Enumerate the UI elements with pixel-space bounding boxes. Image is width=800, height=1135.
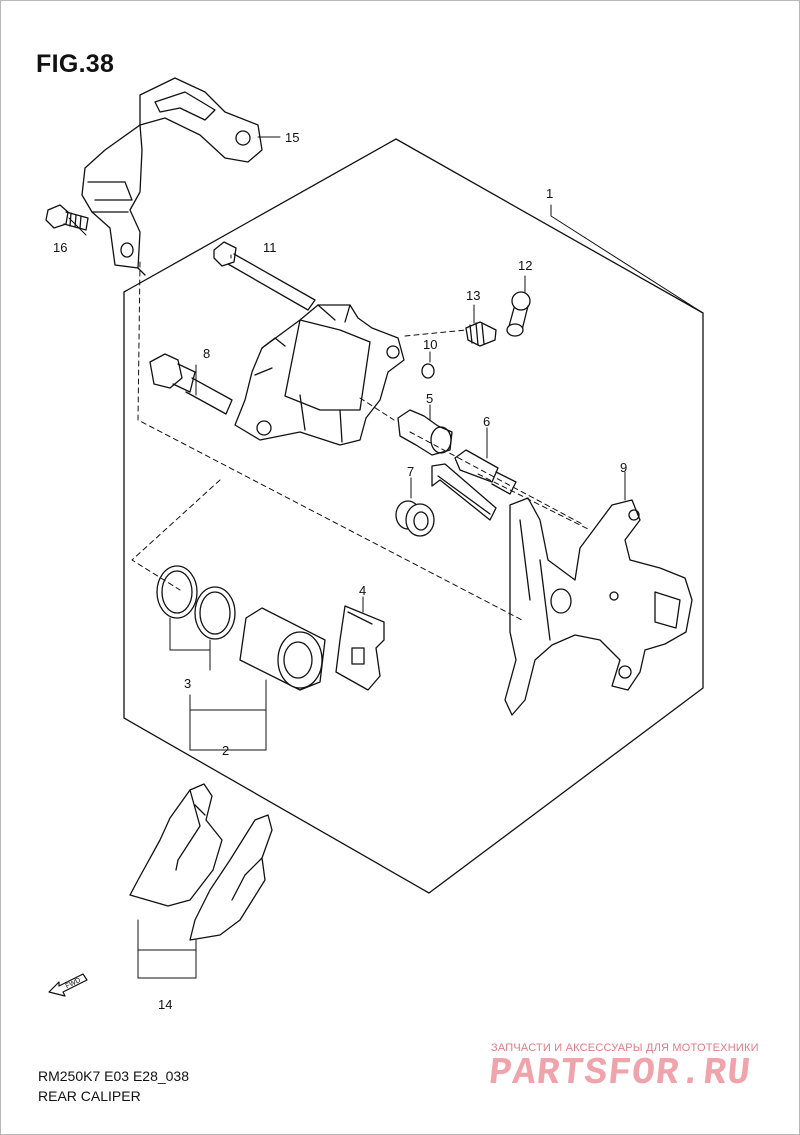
part-13-bleeder [465,321,497,347]
part-9-caliper-bracket [504,497,693,716]
callout-15: 15 [285,130,300,145]
part-14-brake-pads [129,783,273,941]
callout-12: 12 [518,258,533,273]
part-10-washer [421,363,435,379]
callout-11: 11 [263,240,277,255]
alignment-lines [131,261,591,621]
callout-5: 5 [426,391,434,406]
callout-4: 4 [359,583,367,598]
watermark-logo: PARTSFOR.RU [486,1052,754,1095]
section-name: REAR CALIPER [38,1088,141,1104]
part-2-piston [239,607,326,691]
caliper-body [234,304,405,446]
part-12-cap [506,291,531,337]
callout-8: 8 [203,346,211,361]
assembly-outline [123,138,704,894]
part-6-pin [454,449,517,495]
part-15-bracket [81,77,263,276]
part-11-pin [213,241,316,311]
callout-10: 10 [423,337,438,352]
part-5-boot [397,409,453,456]
part-8-slide-pin [149,353,233,415]
fwd-label: FWD [65,977,82,990]
callout-3: 3 [184,676,192,691]
callout-9: 9 [620,460,628,475]
forward-arrow-icon: FWD [48,973,88,997]
callout-16: 16 [53,240,68,255]
callout-7: 7 [407,464,415,479]
model-code: RM250K7 E03 E28_038 [38,1068,189,1084]
callout-14: 14 [158,997,173,1012]
pad-spring [431,463,497,521]
leader-lines [68,136,704,979]
figure-title: FIG.38 [36,50,115,78]
part-3-seals [156,565,236,640]
callout-1: 1 [546,186,554,201]
watermark-tagline: ЗАПЧАСТИ И АКСЕССУАРЫ ДЛЯ МОТОТЕХНИКИ [491,1042,759,1054]
part-16-bolt [45,204,89,231]
callout-13: 13 [466,288,481,303]
callout-6: 6 [483,414,491,429]
part-7-boot [395,500,435,537]
part-4-spring-plate [335,605,385,691]
callout-2: 2 [222,743,230,758]
